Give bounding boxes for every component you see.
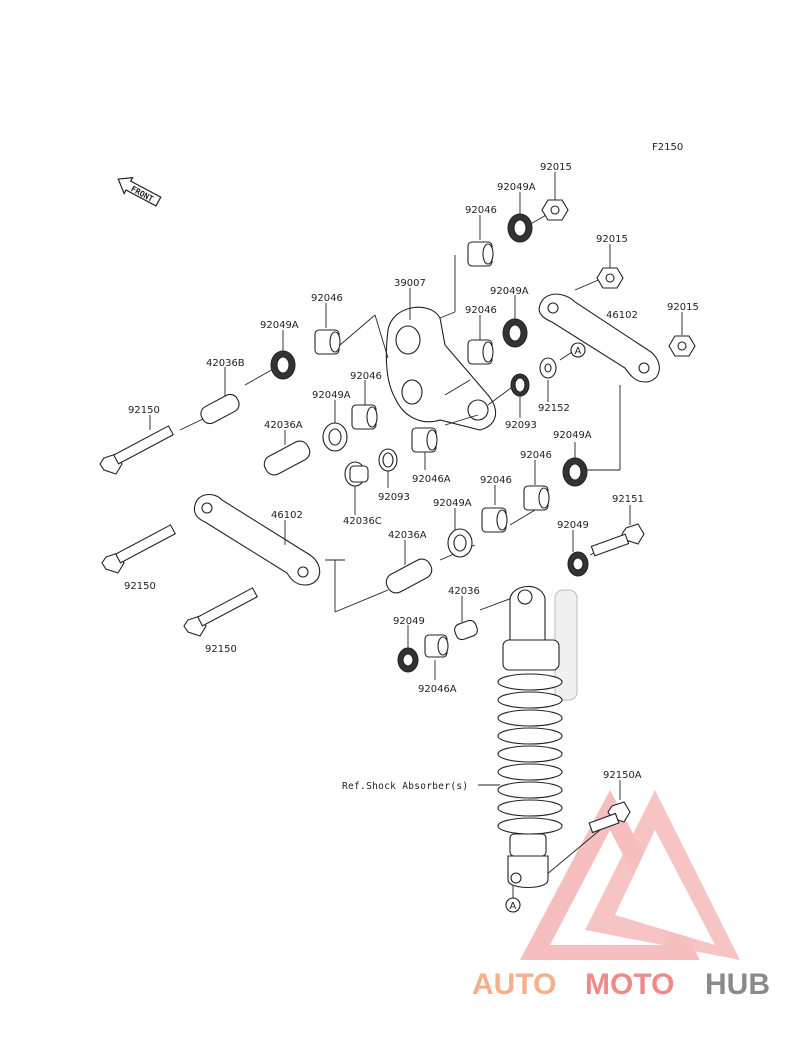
shock-absorber [497,585,578,889]
ring-92093-left [378,448,398,472]
bushing-42036C [344,461,369,487]
part-label: 92049A [497,182,536,193]
callout-a-lower: A [505,897,521,913]
seal-92049A-left [270,350,296,380]
reference-label: Ref.Shock Absorber(s) [342,781,468,792]
callout-a-upper: A [570,342,586,358]
part-label: 42036A [388,530,427,541]
bearing-92046-left [314,329,341,355]
part-label: 92150 [205,644,237,655]
bolt-92151 [590,523,645,557]
part-label: 46102 [606,310,638,321]
watermark-part3: HUB [705,968,770,1001]
part-label: 92046 [520,450,552,461]
rocker-arm-39007 [385,306,497,431]
collar-42036B [200,393,240,425]
bearing-92046A-center [411,427,438,453]
collar-42036A-lower [385,558,433,594]
ring-92093-right [510,373,530,397]
seal-92049-left [397,647,419,673]
part-label: 92049A [433,498,472,509]
nut-92015-top [541,199,569,221]
part-label: 92093 [378,492,410,503]
part-label: 92049 [393,616,425,627]
part-label: 92049A [312,390,351,401]
part-label: 92015 [667,302,699,313]
part-label: 46102 [271,510,303,521]
shock-spring [497,673,563,835]
tie-rod-46102-right [538,293,660,383]
part-label: 39007 [394,278,426,289]
part-label: 92046 [311,293,343,304]
part-label: 92049 [557,520,589,531]
part-label: 42036A [264,420,303,431]
bolt-92150-b [101,524,176,574]
part-label: 92150 [128,405,160,416]
part-label: 92150A [603,770,642,781]
part-label: 92046 [465,205,497,216]
front-arrow-icon: FRONT [117,176,162,207]
watermark-text: AUTO MOTO HUB [472,968,770,1001]
washer-92152 [539,357,557,379]
part-label: 92049A [260,320,299,331]
part-labels: 92015 92049A 92046 92015 92015 46102 390… [124,162,699,781]
watermark-part2: MOTO [585,968,674,1001]
part-label: 92151 [612,494,644,505]
part-label: 92046A [418,684,457,695]
part-label: 92046 [350,371,382,382]
bearing-92046-top [467,241,494,267]
watermark-logo [520,790,740,960]
bolt-92150-a [99,425,174,475]
bearing-92046-center [467,339,494,365]
bearing-92046-lower [481,507,508,533]
bolt-92150-c [183,587,258,637]
part-label: 92049A [553,430,592,441]
part-label: 92046A [412,474,451,485]
collar-42036 [454,619,478,641]
seal-92049A-top [507,213,533,243]
part-label: 92046 [480,475,512,486]
part-label: 92015 [596,234,628,245]
nut-92015-mid [596,267,624,289]
part-label: 92150 [124,581,156,592]
callout-letter: A [510,901,517,912]
part-label: 42036C [343,516,382,527]
watermark-part1: AUTO [472,968,556,1001]
seal-92049A-lower [447,528,473,558]
bolt-92150A [588,801,631,834]
bearing-92046A-lower [424,634,449,658]
callout-letter: A [575,346,582,357]
nut-92015-right [668,335,696,357]
diagram-code: F2150 [652,142,683,153]
seal-92049-right [567,551,589,577]
tie-rod-46102-left [193,494,321,586]
part-label: 92015 [540,162,572,173]
part-label: 42036B [206,358,245,369]
bearing-92046-right [523,485,550,511]
bearing-92046-inner [351,404,378,430]
part-label: 42036 [448,586,480,597]
seal-92049A-right [562,457,588,487]
part-label: 92049A [490,286,529,297]
part-label: 92152 [538,403,570,414]
seal-92049A-inner [322,422,348,452]
seal-92049A-center [502,318,528,348]
part-label: 92093 [505,420,537,431]
part-label: 92046 [465,305,497,316]
collar-42036A-left [263,440,311,476]
